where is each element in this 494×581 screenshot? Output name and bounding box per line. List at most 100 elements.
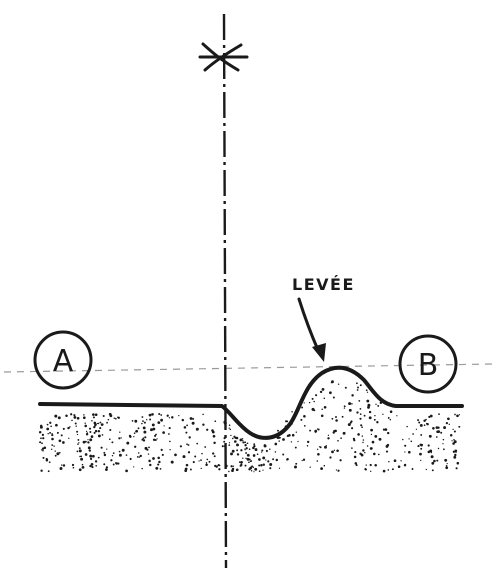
- stipple-dot: [195, 427, 199, 431]
- point-a-circle: [33, 330, 93, 390]
- stipple-dot: [443, 448, 445, 451]
- stipple-dot: [369, 463, 372, 467]
- stipple-dot: [297, 440, 299, 443]
- stipple-dot: [189, 468, 192, 471]
- stipple-dot: [58, 439, 62, 443]
- stipple-dot: [160, 418, 163, 422]
- point-b-circle: [398, 334, 458, 394]
- stipple-dot: [91, 466, 94, 469]
- stipple-dot: [109, 414, 113, 418]
- stipple-dot: [253, 444, 256, 448]
- stipple-dot: [96, 422, 98, 425]
- stipple-dot: [361, 435, 364, 437]
- stipple-dot: [148, 446, 150, 449]
- stipple-dot: [142, 420, 144, 422]
- stipple-dot: [54, 454, 57, 457]
- stipple-dot: [106, 448, 108, 450]
- stipple-dot: [357, 433, 360, 436]
- stipple-dot: [367, 405, 370, 409]
- stipple-dot: [228, 444, 231, 446]
- stipple-dot: [51, 444, 54, 446]
- stipple-dot: [329, 391, 332, 395]
- stipple-dot: [430, 455, 434, 459]
- stipple-dot: [95, 464, 98, 467]
- stipple-dot: [375, 403, 377, 406]
- stipple-dot: [236, 453, 240, 456]
- stipple-dot: [286, 458, 288, 461]
- stipple-dot: [240, 463, 243, 466]
- stipple-dot: [147, 449, 149, 451]
- stipple-dot: [261, 449, 264, 452]
- stipple-dot: [340, 437, 342, 439]
- stipple-dot: [448, 423, 451, 426]
- stipple-dot: [45, 458, 49, 462]
- stipple-dot: [40, 449, 43, 451]
- stipple-dot: [300, 418, 303, 421]
- stipple-dot: [254, 467, 258, 471]
- stipple-dot: [374, 464, 377, 467]
- stipple-dot: [367, 403, 371, 407]
- stipple-dot: [265, 449, 268, 453]
- stipple-dot: [425, 418, 427, 421]
- stipple-dot: [253, 471, 255, 473]
- stipple-dot: [406, 425, 408, 428]
- stipple-dot: [351, 394, 354, 397]
- stipple-dot: [408, 438, 410, 440]
- stipple-dot: [230, 465, 233, 468]
- stipple-dot: [152, 438, 156, 442]
- stipple-dot: [76, 430, 79, 433]
- stipple-dot: [316, 448, 319, 450]
- stipple-dot: [144, 446, 148, 450]
- stipple-dot: [438, 413, 440, 415]
- stipple-dot: [221, 445, 224, 448]
- stipple-dot: [323, 397, 326, 400]
- stipple-dot: [42, 456, 45, 459]
- stipple-dot: [384, 428, 388, 431]
- stipple-dot: [78, 447, 81, 450]
- stipple-dot: [260, 464, 263, 467]
- stipple-dot: [94, 413, 98, 416]
- point-a-label: A: [53, 344, 74, 379]
- stipple-dot: [42, 437, 45, 440]
- stipple-dot: [121, 448, 125, 452]
- stipple-dot: [109, 438, 111, 441]
- stipple-dot: [80, 455, 83, 458]
- stipple-dot: [323, 464, 326, 467]
- stipple-dot: [62, 464, 66, 467]
- stipple-dot: [97, 456, 100, 459]
- stipple-dot: [382, 413, 384, 415]
- stipple-dot: [315, 394, 318, 397]
- stipple-dot: [247, 454, 250, 457]
- stipple-dot: [426, 423, 429, 426]
- stipple-dot: [292, 435, 294, 437]
- stipple-dot: [445, 464, 448, 467]
- stipple-dot: [76, 416, 80, 420]
- stipple-dot: [80, 457, 84, 461]
- stipple-dot: [46, 423, 49, 426]
- stipple-dot: [103, 451, 106, 454]
- stipple-dot: [62, 441, 65, 444]
- stipple-dot: [84, 453, 88, 456]
- stipple-dot: [174, 453, 177, 457]
- stipple-dot: [231, 449, 235, 453]
- stipple-dot: [88, 449, 91, 452]
- stipple-dot: [114, 417, 117, 420]
- stipple-dot: [178, 414, 180, 417]
- stipple-dot: [408, 450, 411, 454]
- stipple-dot: [348, 408, 352, 412]
- stipple-dot: [361, 426, 363, 429]
- stipple-dot: [106, 421, 108, 424]
- stipple-dot: [294, 446, 297, 449]
- stipple-dot: [228, 442, 231, 444]
- stipple-dot: [458, 425, 461, 428]
- stipple-dot: [303, 402, 305, 404]
- stipple-dot: [55, 423, 58, 427]
- stipple-dot: [365, 464, 367, 466]
- stipple-dot: [378, 437, 382, 441]
- stipple-dot: [269, 463, 273, 466]
- stipple-dot: [337, 469, 340, 472]
- stipple-dot: [166, 414, 169, 417]
- stipple-dot: [158, 412, 161, 416]
- stipple-dot: [446, 463, 448, 465]
- stipple-dot: [359, 384, 362, 387]
